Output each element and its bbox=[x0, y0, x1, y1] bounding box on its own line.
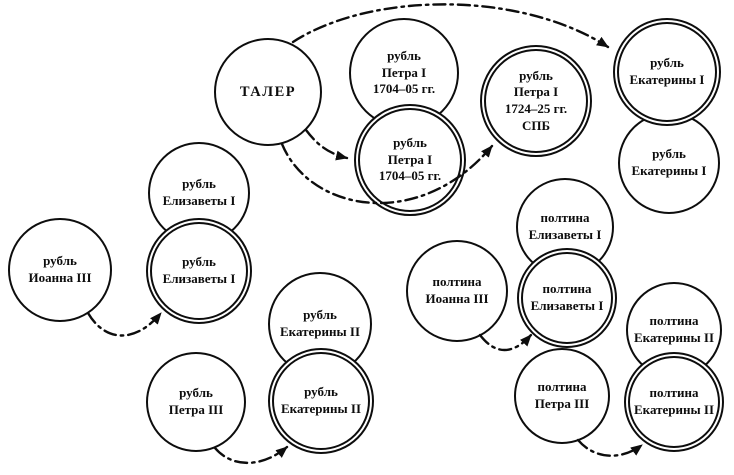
coin-label: полтина Иоанна III bbox=[425, 274, 489, 306]
coin-label: полтина Петра III bbox=[534, 379, 590, 411]
coin-label: рубль Петра I 1704–05 гг. bbox=[372, 48, 436, 97]
coin-node-ruble-ekateriny-ii-b: рубль Екатерины II bbox=[268, 348, 374, 454]
coin-node-poltina-ioanna-iii: полтина Иоанна III bbox=[406, 240, 508, 342]
coin-label: рубль Петра III bbox=[168, 385, 224, 417]
arrow-poltina-ioanna-iii-to-poltina-elizavety-i bbox=[478, 333, 533, 352]
coin-label: рубль Екатерины I bbox=[631, 146, 707, 178]
coin-label: рубль Екатерины I bbox=[629, 55, 705, 87]
coin-node-ruble-petra-i-1724-spb: рубль Петра I 1724–25 гг. СПБ bbox=[480, 45, 592, 157]
coin-node-poltina-ekateriny-ii-b: полтина Екатерины II bbox=[624, 352, 724, 452]
arrow-taler-to-ruble-ekateriny-i bbox=[291, 3, 610, 49]
coin-label: полтина Елизаветы I bbox=[528, 210, 602, 242]
arrow-taler-to-ruble-petra-i-1704 bbox=[304, 128, 349, 161]
coin-node-poltina-petra-iii: полтина Петра III bbox=[514, 348, 610, 444]
coin-label: рубль Петра I 1704–05 гг. bbox=[378, 135, 442, 184]
coin-label: полтина Елизаветы I bbox=[530, 281, 604, 313]
arrow-ruble-ioanna-iii-to-ruble-elizavety-i bbox=[86, 311, 163, 337]
coin-node-poltina-elizavety-i-b: полтина Елизаветы I bbox=[517, 248, 617, 348]
coin-node-ruble-ioanna-iii: рубль Иоанна III bbox=[8, 218, 112, 322]
coin-node-taler: ТАЛЕР bbox=[214, 38, 322, 146]
coin-node-ruble-ekateriny-i-a: рубль Екатерины I bbox=[613, 18, 721, 126]
coin-label: рубль Елизаветы I bbox=[162, 254, 236, 286]
coin-label: полтина Екатерины II bbox=[633, 385, 714, 417]
arrow-poltina-petra-iii-to-poltina-ekateriny-ii bbox=[576, 438, 644, 457]
coin-node-ruble-petra-i-1704-b: рубль Петра I 1704–05 гг. bbox=[354, 104, 466, 216]
arrow-ruble-petra-iii-to-ruble-ekateriny-ii bbox=[213, 445, 289, 465]
coin-label: полтина Екатерины II bbox=[633, 313, 714, 345]
coin-label: рубль Петра I 1724–25 гг. СПБ bbox=[504, 67, 568, 133]
coin-node-ruble-ekateriny-i-b: рубль Екатерины I bbox=[618, 112, 720, 214]
coin-label: ТАЛЕР bbox=[239, 83, 297, 100]
coin-label: рубль Иоанна III bbox=[28, 253, 92, 285]
coin-label: рубль Екатерины II bbox=[279, 307, 360, 339]
coin-label: рубль Екатерины II bbox=[280, 384, 361, 416]
coin-node-ruble-petra-iii: рубль Петра III bbox=[146, 352, 246, 452]
coin-label: рубль Елизаветы I bbox=[162, 176, 236, 208]
coin-node-ruble-elizavety-i-b: рубль Елизаветы I bbox=[146, 218, 252, 324]
